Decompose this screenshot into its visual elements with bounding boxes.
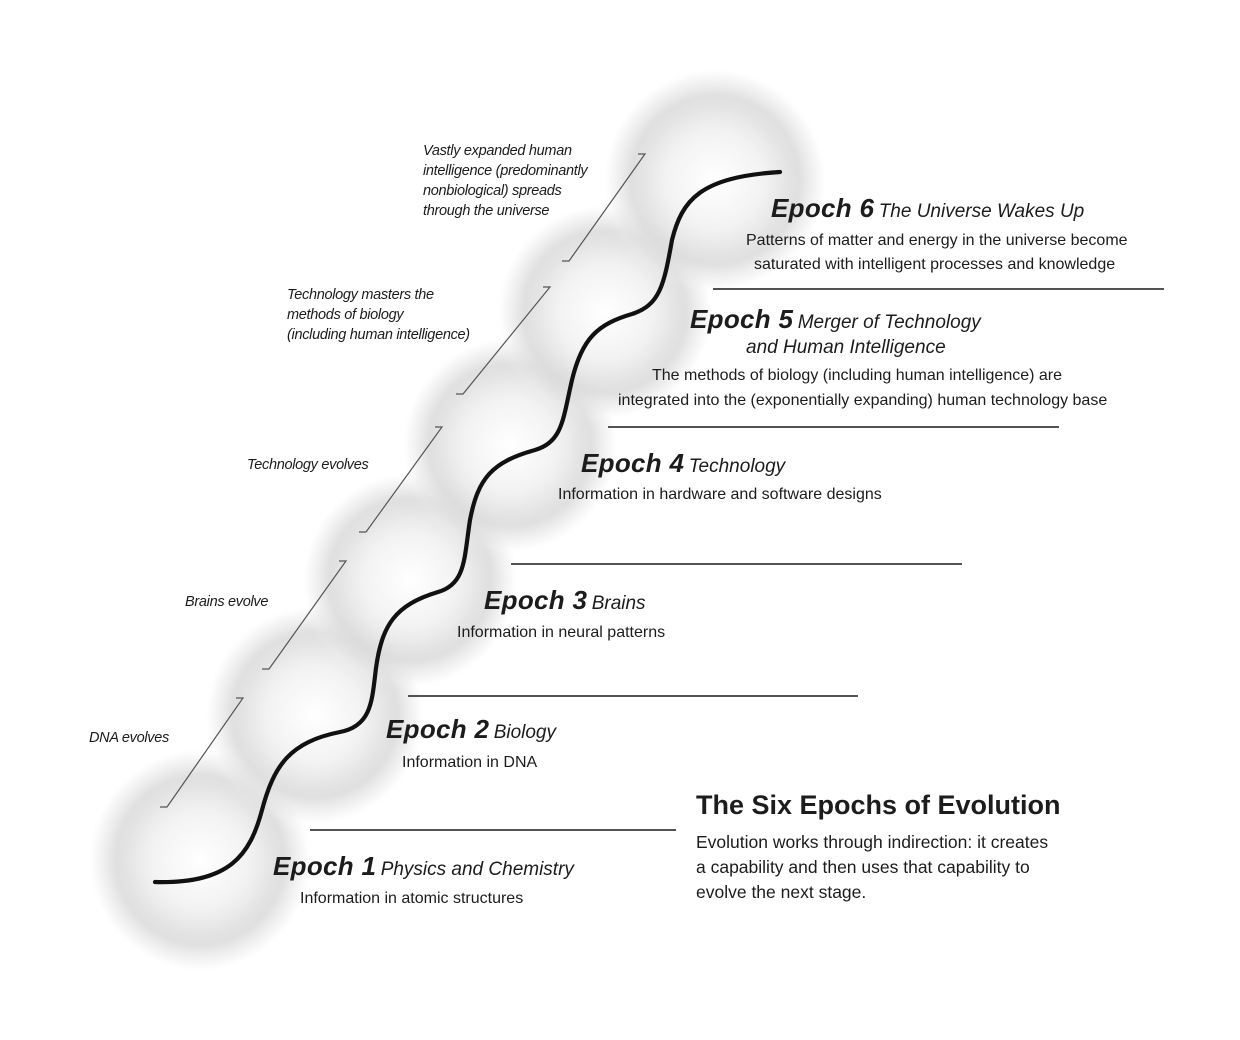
- epoch-3-heading: Epoch 3 Brains: [484, 585, 646, 616]
- epoch-6-name: The Universe Wakes Up: [878, 201, 1085, 222]
- epoch-2-name: Biology: [493, 722, 557, 743]
- epoch-separators: [310, 288, 1164, 831]
- transition-line: methods of biology: [287, 307, 404, 323]
- epoch-5-heading: Epoch 5 Merger of Technology: [690, 304, 981, 335]
- bracket-brains: [262, 560, 348, 670]
- epoch-1-heading: Epoch 1 Physics and Chemistry: [273, 851, 574, 882]
- transition-label-technology: Technology evolves: [247, 457, 369, 473]
- epoch-5-name: Merger of Technology: [797, 312, 981, 333]
- epoch-6-heading: Epoch 6 The Universe Wakes Up: [771, 193, 1085, 224]
- diagram-title: The Six Epochs of Evolution: [696, 790, 1061, 820]
- transition-line: through the universe: [423, 203, 550, 219]
- epoch-6-description-line-1: Patterns of matter and energy in the uni…: [746, 232, 1128, 249]
- epoch-6-label: Epoch 6: [771, 193, 875, 223]
- evolution-curve: [152, 169, 783, 885]
- sphere: [603, 68, 827, 292]
- epoch-6-description-line-2: saturated with intelligent processes and…: [754, 256, 1116, 273]
- sphere-backdrop: [88, 68, 827, 972]
- epoch-4-name: Technology: [688, 456, 786, 477]
- transition-line: (including human intelligence): [287, 327, 470, 343]
- intro-line: a capability and then uses that capabili…: [696, 857, 1030, 877]
- epoch-2-description: Information in DNA: [402, 754, 538, 771]
- transition-line: Vastly expanded human: [423, 143, 572, 159]
- transition-line: intelligence (predominantly: [423, 163, 588, 179]
- epoch-4-heading: Epoch 4 Technology: [581, 448, 786, 479]
- transition-label-merger: Technology masters the methods of biolog…: [287, 285, 470, 345]
- epoch-2-label: Epoch 2: [386, 714, 490, 744]
- epoch-1-name: Physics and Chemistry: [380, 859, 574, 880]
- intro-line: Evolution works through indirection: it …: [696, 832, 1049, 852]
- epoch-4-label: Epoch 4: [581, 448, 685, 478]
- bracket-merger: [456, 286, 552, 395]
- epoch-3-name: Brains: [591, 593, 646, 614]
- transition-line: nonbiological) spreads: [423, 183, 562, 199]
- epoch-5-label: Epoch 5: [690, 304, 794, 334]
- epoch-4-description: Information in hardware and software des…: [558, 486, 882, 503]
- epoch-5-name-line-2: and Human Intelligence: [746, 337, 946, 358]
- epoch-3-label: Epoch 3: [484, 585, 588, 615]
- transition-line: Technology masters the: [287, 287, 434, 303]
- epoch-5-description-line-1: The methods of biology (including human …: [652, 367, 1063, 384]
- bracket-universe: [562, 153, 647, 262]
- epoch-3-description: Information in neural patterns: [457, 624, 666, 641]
- transition-brackets: [160, 153, 647, 808]
- intro-text: Evolution works through indirection: it …: [696, 830, 1048, 905]
- epoch-1-description: Information in atomic structures: [300, 890, 524, 907]
- bracket-dna: [160, 697, 245, 808]
- transition-label-dna: DNA evolves: [89, 730, 169, 746]
- intro-line: evolve the next stage.: [696, 882, 867, 902]
- epoch-5-description-line-2: integrated into the (exponentially expan…: [618, 392, 1108, 409]
- bracket-technology: [359, 426, 444, 533]
- transition-label-brains: Brains evolve: [185, 594, 269, 610]
- epoch-2-heading: Epoch 2 Biology: [386, 714, 557, 745]
- transition-label-universe: Vastly expanded human intelligence (pred…: [423, 141, 588, 221]
- epoch-1-label: Epoch 1: [273, 851, 377, 881]
